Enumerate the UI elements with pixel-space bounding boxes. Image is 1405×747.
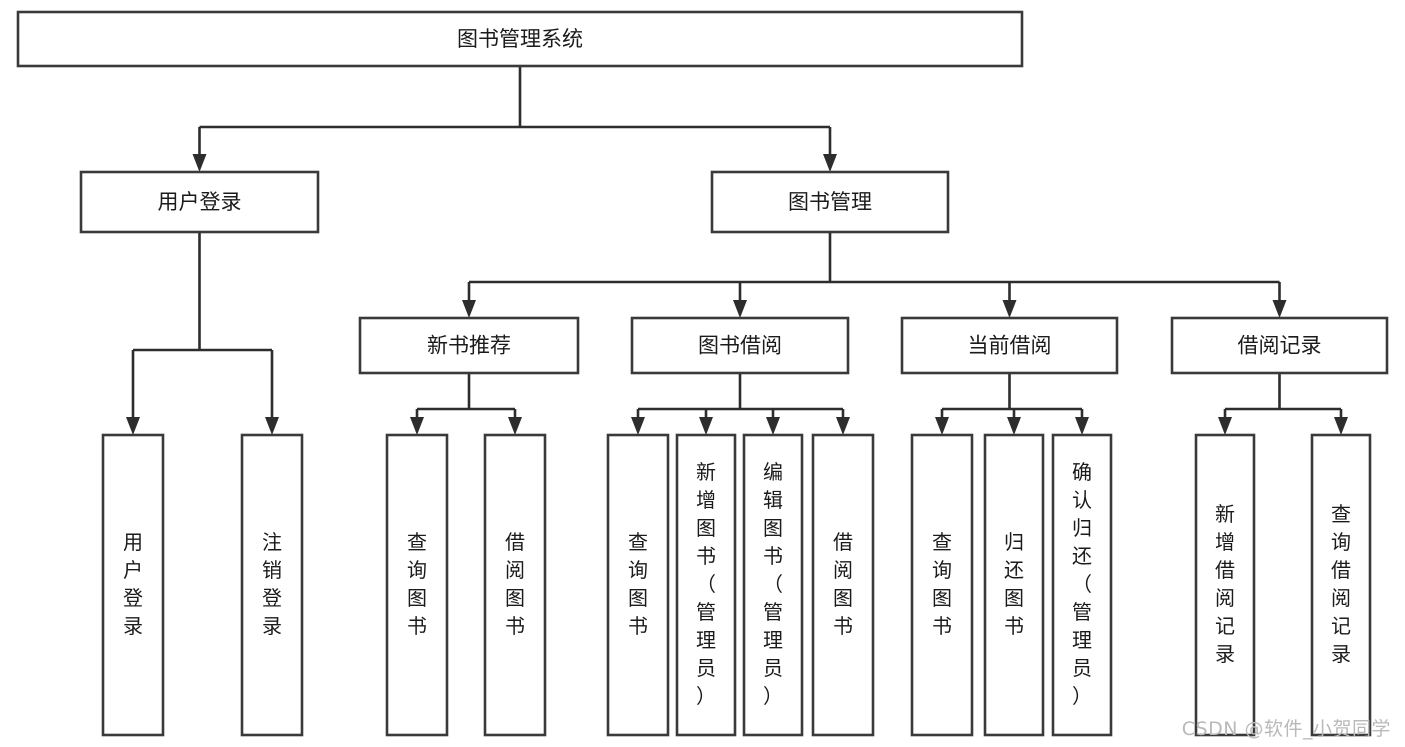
- node-leaf-logout[interactable]: 注销登录: [240, 433, 304, 737]
- arrow-head-icon: [766, 417, 780, 435]
- node-label: 用户登录: [123, 530, 143, 638]
- node-label: 归还图书: [1004, 530, 1024, 638]
- node-leaf-borrow-book-1[interactable]: 借阅图书: [483, 433, 547, 737]
- arrow-head-icon: [410, 417, 424, 435]
- connector-group-l2-user-login: [126, 232, 279, 435]
- node-box: [79, 170, 320, 234]
- node-l3-current-borrow[interactable]: 当前借阅: [900, 316, 1119, 375]
- arrow-head-icon: [192, 154, 207, 172]
- connector-group-l3-book-borrow: [631, 373, 850, 435]
- node-box: [710, 170, 950, 234]
- node-leaf-confirm-return[interactable]: 确认归还（管理员）: [1051, 433, 1113, 737]
- connector-group-l3-borrow-record: [1218, 373, 1348, 435]
- node-label: 图书借阅: [698, 334, 782, 358]
- node-label: 用户登录: [158, 190, 242, 214]
- connector-group-l3-current-borrow: [935, 373, 1089, 435]
- node-box: [1051, 433, 1113, 737]
- node-box: [358, 316, 580, 375]
- node-label: 图书管理系统: [457, 27, 583, 51]
- arrow-head-icon: [126, 417, 140, 435]
- node-l2-book-mgmt[interactable]: 图书管理: [710, 170, 950, 234]
- connector-group-root: [192, 66, 837, 172]
- arrow-head-icon: [1002, 300, 1017, 318]
- arrow-head-icon: [462, 300, 476, 318]
- node-box: [1310, 433, 1372, 737]
- node-label: 查询图书: [932, 530, 952, 638]
- node-box: [385, 433, 449, 737]
- arrow-head-icon: [935, 417, 949, 435]
- node-box: [1170, 316, 1389, 375]
- arrow-head-icon: [699, 417, 713, 435]
- node-leaf-query-book-3[interactable]: 查询图书: [910, 433, 974, 737]
- node-leaf-query-book-2[interactable]: 查询图书: [606, 433, 670, 737]
- connector-group-l2-book-mgmt: [462, 232, 1287, 318]
- nodes-layer: 图书管理系统用户登录图书管理新书推荐图书借阅当前借阅借阅记录用户登录注销登录查询…: [16, 10, 1389, 737]
- node-label: 注销登录: [262, 530, 282, 638]
- node-box: [910, 433, 974, 737]
- node-l3-new-book-rec[interactable]: 新书推荐: [358, 316, 580, 375]
- node-label: 借阅图书: [833, 530, 853, 638]
- node-box: [16, 10, 1024, 68]
- node-box: [630, 316, 850, 375]
- csdn-watermark: CSDN @软件_小贺同学: [1181, 718, 1391, 740]
- node-box: [983, 433, 1045, 737]
- arrow-head-icon: [1272, 300, 1287, 318]
- node-box: [742, 433, 804, 737]
- arrow-head-icon: [265, 417, 279, 435]
- node-box: [811, 433, 875, 737]
- node-label: 借阅记录: [1238, 334, 1322, 358]
- node-box: [900, 316, 1119, 375]
- connectors-layer: [126, 66, 1348, 435]
- node-label: 借阅图书: [505, 530, 525, 638]
- node-box: [1194, 433, 1256, 737]
- node-l3-borrow-record[interactable]: 借阅记录: [1170, 316, 1389, 375]
- node-label: 查询借阅记录: [1331, 502, 1351, 666]
- arrow-head-icon: [1075, 417, 1089, 435]
- arrow-head-icon: [631, 417, 645, 435]
- node-label: 图书管理: [788, 190, 872, 214]
- arrow-head-icon: [508, 417, 522, 435]
- node-leaf-return-book[interactable]: 归还图书: [983, 433, 1045, 737]
- node-label: 查询图书: [628, 530, 648, 638]
- node-label: 新书推荐: [427, 334, 511, 358]
- node-leaf-query-book-1[interactable]: 查询图书: [385, 433, 449, 737]
- node-label: 新增借阅记录: [1215, 502, 1235, 666]
- node-label: 查询图书: [407, 530, 427, 638]
- node-label: 编辑图书（管理员）: [763, 460, 783, 708]
- node-leaf-user-login[interactable]: 用户登录: [101, 433, 165, 737]
- node-label: 确认归还（管理员）: [1072, 460, 1092, 708]
- node-leaf-add-record[interactable]: 新增借阅记录: [1194, 433, 1256, 737]
- node-root[interactable]: 图书管理系统: [16, 10, 1024, 68]
- node-box: [483, 433, 547, 737]
- node-leaf-query-record[interactable]: 查询借阅记录: [1310, 433, 1372, 737]
- node-leaf-edit-book[interactable]: 编辑图书（管理员）: [742, 433, 804, 737]
- arrow-head-icon: [733, 300, 747, 318]
- arrow-head-icon: [1007, 417, 1021, 435]
- node-label: 当前借阅: [968, 334, 1052, 358]
- connector-group-l3-new-book-rec: [410, 373, 522, 435]
- arrow-head-icon: [823, 154, 837, 172]
- node-box: [675, 433, 737, 737]
- node-leaf-borrow-book-2[interactable]: 借阅图书: [811, 433, 875, 737]
- node-leaf-add-book[interactable]: 新增图书（管理员）: [675, 433, 737, 737]
- node-l3-book-borrow[interactable]: 图书借阅: [630, 316, 850, 375]
- node-label: 新增图书（管理员）: [696, 460, 716, 708]
- node-l2-user-login[interactable]: 用户登录: [79, 170, 320, 234]
- node-box: [101, 433, 165, 737]
- node-box: [240, 433, 304, 737]
- arrow-head-icon: [1218, 417, 1232, 435]
- arrow-head-icon: [836, 417, 850, 435]
- node-box: [606, 433, 670, 737]
- arrow-head-icon: [1334, 417, 1348, 435]
